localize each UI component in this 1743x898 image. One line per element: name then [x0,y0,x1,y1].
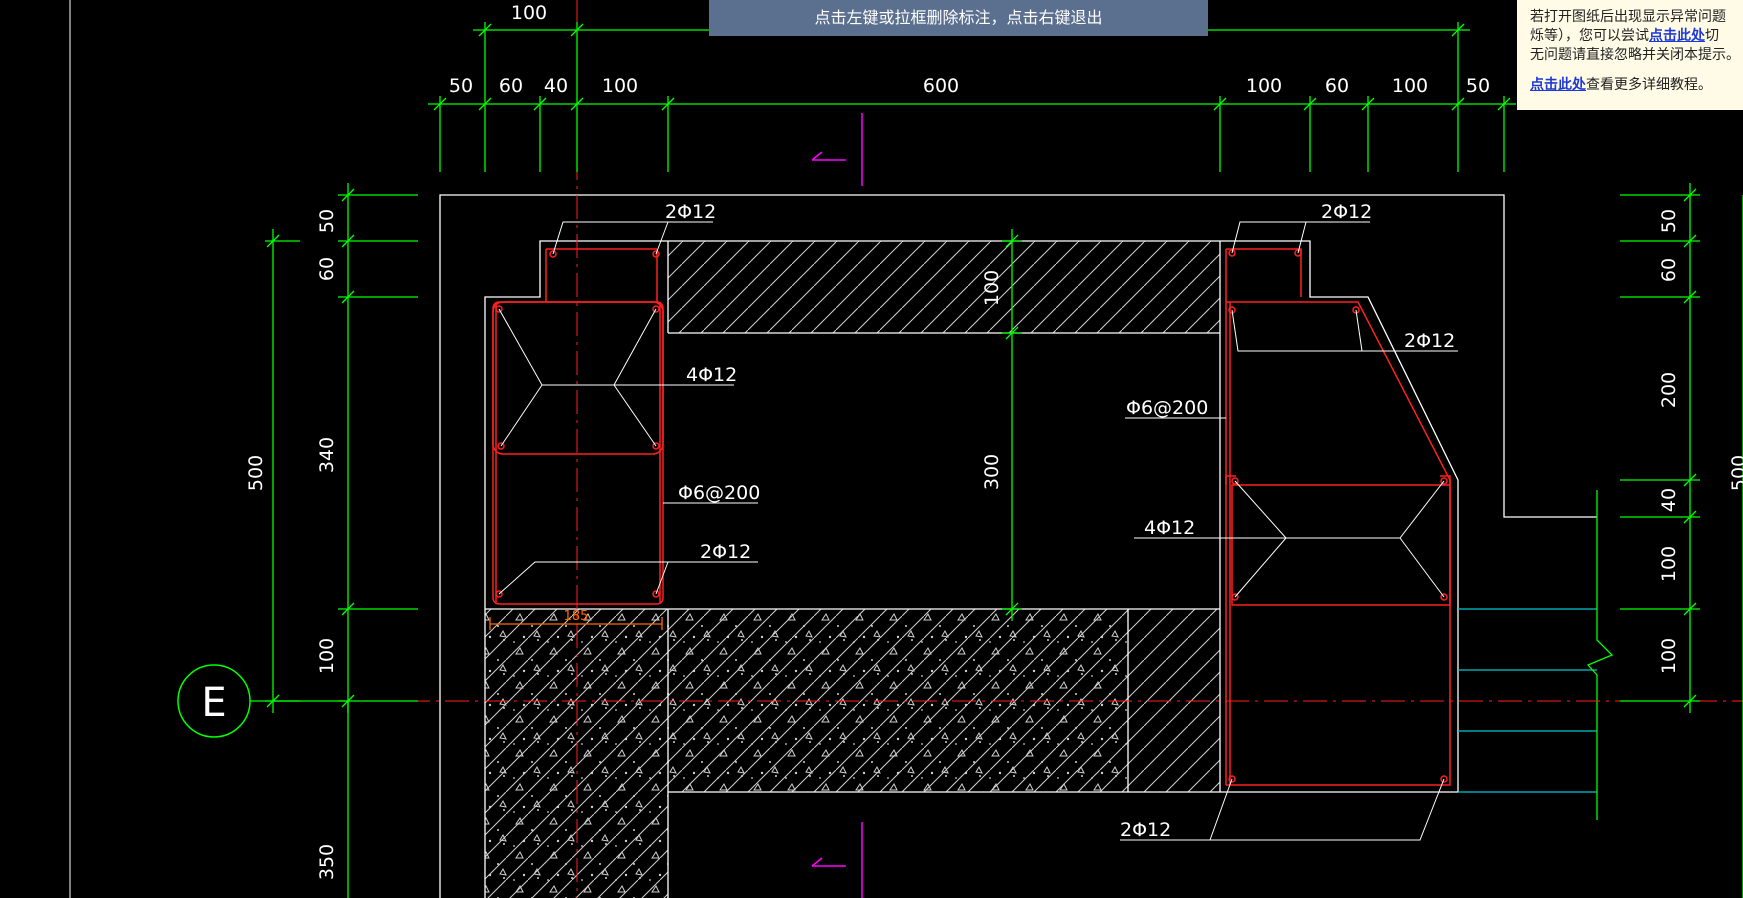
slab-concrete-fill [485,609,1128,898]
notice-line-2-prefix: 烁等），您可以尝试 [1530,28,1649,44]
small-dim-185[interactable]: 185 [489,609,663,630]
dim-right-2[interactable]: 200 [1658,372,1680,408]
dimension-texts: 100 50 60 40 100 600 100 60 100 50 500 5… [245,2,1743,880]
dim-left-0[interactable]: 50 [316,209,338,233]
dim-left-3[interactable]: 100 [316,638,338,674]
secondary-lines [1458,608,1597,793]
dim-right-0[interactable]: 50 [1658,209,1680,233]
dim-top-6[interactable]: 60 [1325,75,1349,97]
notice-line-4-suffix: 查看更多详细教程。 [1586,77,1712,93]
dim-top-2[interactable]: 40 [544,75,568,97]
leader-lines [498,221,1458,841]
notice-spacer [1530,65,1743,76]
top-beam-hatch [668,241,1220,333]
notice-panel[interactable]: 若打开图纸后出现显示异常问题 烁等），您可以尝试点击此处切 无问题请直接忽略并关… [1517,0,1743,110]
dim-top-7[interactable]: 100 [1392,75,1428,97]
notice-line-1: 若打开图纸后出现显示异常问题 [1530,9,1726,25]
label-left-mid[interactable]: 4Φ12 [686,364,737,386]
dim-center-300[interactable]: 300 [981,454,1003,490]
dim-top-1[interactable]: 60 [499,75,523,97]
dim-top-5[interactable]: 100 [1246,75,1282,97]
status-banner: 点击左键或拉框删除标注，点击右键退出 [709,0,1208,36]
notice-line-4: 点击此处查看更多详细教程。 [1530,76,1743,95]
label-left-bottom[interactable]: 2Φ12 [700,541,751,563]
dim-top-8[interactable]: 50 [1466,75,1490,97]
tutorial-link[interactable]: 点击此处 [1530,77,1586,93]
switch-mode-link[interactable]: 点击此处 [1649,28,1705,44]
notice-line-2: 烁等），您可以尝试点击此处切 [1530,27,1743,46]
dim-left-4[interactable]: 350 [316,844,338,880]
label-right-mid[interactable]: 4Φ12 [1144,517,1195,539]
dim-right-3[interactable]: 40 [1658,488,1680,512]
break-line [1586,490,1614,820]
dim-right-5[interactable]: 100 [1658,638,1680,674]
dim-right-outer[interactable]: 500 [1728,455,1743,491]
dim-left-2[interactable]: 340 [316,437,338,473]
label-top-left[interactable]: 2Φ12 [665,201,716,223]
label-right-stirrup[interactable]: Φ6@200 [1126,397,1208,419]
label-right-upper[interactable]: 2Φ12 [1404,330,1455,352]
dim-left-1[interactable]: 60 [316,257,338,281]
dimension-lines[interactable] [265,22,1743,898]
notice-line-3: 无问题请直接忽略并关闭本提示。 [1530,47,1740,63]
axis-bubble-e[interactable]: E [177,664,350,738]
dim-right-4[interactable]: 100 [1658,546,1680,582]
dim-center-100[interactable]: 100 [981,270,1003,306]
label-left-stirrup[interactable]: Φ6@200 [678,482,760,504]
section-marks [811,113,863,898]
dim-top-4[interactable]: 600 [923,75,959,97]
label-top-right[interactable]: 2Φ12 [1321,201,1372,223]
dim-top-0[interactable]: 50 [449,75,473,97]
notice-line-2-suffix: 切 [1705,28,1719,44]
dim-right-1[interactable]: 60 [1658,258,1680,282]
rebar-right-column [1225,248,1451,786]
dim-top-3[interactable]: 100 [602,75,638,97]
label-right-bottom[interactable]: 2Φ12 [1120,819,1171,841]
small-dim-text: 185 [564,609,589,624]
dim-top-overall[interactable]: 100 [511,2,547,24]
rebar-left-column [492,248,664,605]
axis-label: E [201,680,226,726]
rebar-labels: 2Φ12 2Φ12 4Φ12 Φ6@200 2Φ12 2Φ12 Φ6@200 4… [665,201,1455,841]
dim-left-outer[interactable]: 500 [245,455,267,491]
rebar-dots [495,249,1448,783]
